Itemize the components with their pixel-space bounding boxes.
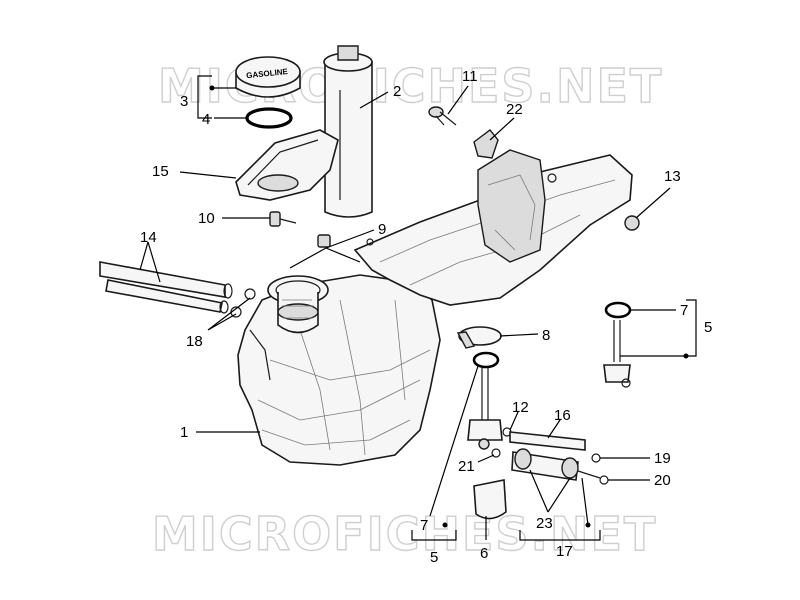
- callout-20: 20: [654, 472, 671, 489]
- clamp-19: [591, 453, 601, 463]
- filler-neck: [267, 275, 329, 334]
- callout-9: 9: [378, 221, 386, 238]
- callout-21: 21: [458, 458, 475, 475]
- bracket-6: [473, 479, 507, 520]
- bracket-22: [473, 129, 499, 159]
- callout-17: 17: [556, 543, 573, 560]
- callout-12: 12: [512, 399, 529, 416]
- callout-23: 23: [536, 515, 553, 532]
- clamp-21: [491, 448, 501, 458]
- level-sensor-5: [603, 320, 631, 388]
- clip-9: [317, 234, 331, 248]
- clamp-band-8: [456, 326, 502, 349]
- callout-18: 18: [186, 333, 203, 350]
- cap-label: GASOLINE: [246, 67, 289, 80]
- callout-1: 1: [180, 424, 188, 441]
- callout-6: 6: [480, 545, 488, 562]
- watermark-bottom: MICROFICHES.NET: [152, 507, 657, 561]
- clamp-20: [599, 475, 609, 485]
- callout-15: 15: [152, 163, 169, 180]
- nut-13: [624, 215, 640, 231]
- fuel-cap: GASOLINE: [235, 56, 301, 98]
- bolt-11: [428, 106, 457, 126]
- inline-filter-23: [511, 448, 601, 481]
- callout-14: 14: [140, 229, 157, 246]
- callout-11: 11: [462, 68, 478, 85]
- callout-3: 3: [180, 93, 188, 110]
- callout-19: 19: [654, 450, 671, 467]
- callout-2: 2: [393, 83, 401, 100]
- bolt-10: [269, 211, 297, 227]
- tank-tunnel-frame: [353, 149, 633, 306]
- callout-5-bottom: 5: [430, 549, 438, 566]
- callout-numbers: 3 4 2 15 10 9 11 22 13 14 18 8 7 5 1 12 …: [140, 68, 712, 566]
- callout-10: 10: [198, 210, 215, 227]
- o-ring-7-bottom: [472, 351, 500, 369]
- fuel-tank: [237, 274, 441, 466]
- callout-4: 4: [202, 111, 210, 128]
- fuel-filter-pipe: [323, 45, 373, 218]
- fuel-cock: [467, 368, 503, 450]
- callout-7-bottom: 7: [420, 517, 428, 534]
- watermark-top: MICROFICHES.NET: [158, 59, 663, 113]
- hose-16: [509, 431, 586, 451]
- hoses-14: [99, 261, 233, 314]
- o-ring-4: [245, 107, 293, 129]
- leader-lines: [139, 75, 697, 541]
- o-ring-7-top: [604, 301, 632, 319]
- filler-tray: [235, 129, 339, 201]
- callout-16: 16: [554, 407, 571, 424]
- callout-13: 13: [664, 168, 681, 185]
- callout-5-top: 5: [704, 319, 712, 336]
- callout-7-top: 7: [680, 302, 688, 319]
- callout-22: 22: [506, 101, 523, 118]
- callout-8: 8: [542, 327, 550, 344]
